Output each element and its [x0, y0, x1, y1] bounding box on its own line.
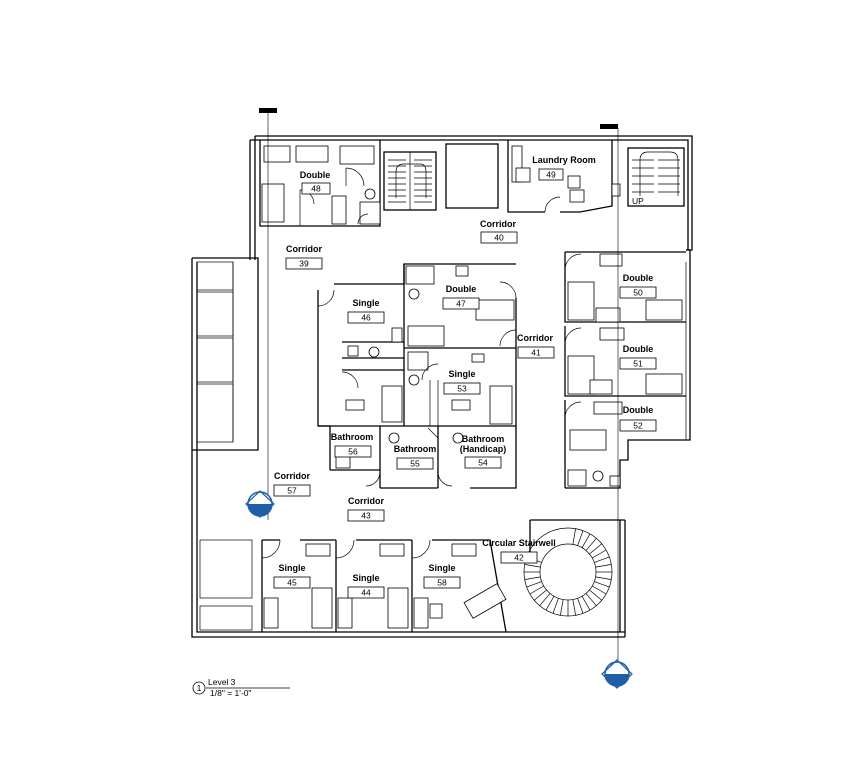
room-number: 50: [633, 288, 643, 298]
room-number: 52: [633, 421, 643, 431]
central-core: [317, 263, 517, 489]
circular-stair: [523, 527, 613, 617]
room-name: Bathroom: [331, 432, 374, 442]
view-marker-number: 1: [197, 683, 202, 693]
room-name: Single: [448, 369, 475, 379]
room-number: 40: [494, 233, 504, 243]
section-marker-west[interactable]: [245, 490, 275, 518]
room-tag-53: Single 53: [443, 369, 481, 395]
room-tag-48: Double 48: [300, 170, 331, 195]
section-marks: [259, 108, 619, 660]
room-number-box: [619, 419, 657, 432]
room-name: Double: [300, 170, 331, 180]
room-number: 56: [348, 447, 358, 457]
room-name: Double: [623, 405, 654, 415]
room-number-box: [464, 456, 502, 469]
east-rooms: [564, 251, 687, 488]
room-name: Single: [428, 563, 455, 573]
room-number-box: [442, 297, 480, 310]
room-tag-43: Corridor 43: [347, 496, 385, 522]
room-number: 42: [514, 553, 524, 563]
room-number: 54: [478, 458, 488, 468]
room-number: 51: [633, 359, 643, 369]
room-number: 39: [299, 259, 309, 269]
room-number-box: [285, 257, 323, 270]
room-name: Double: [623, 344, 654, 354]
west-window-bays: [196, 261, 253, 631]
room-tag-40: Corridor 40: [480, 219, 518, 244]
room-number-box: [480, 231, 518, 244]
room-name: Bathroom: [394, 444, 437, 454]
room-number: 57: [287, 486, 297, 496]
view-scale: 1/8" = 1'-0": [210, 688, 251, 698]
room-number-box: [443, 382, 481, 395]
room-number-box: [347, 509, 385, 522]
room-number: 41: [531, 348, 541, 358]
room-number: 49: [546, 170, 556, 180]
room-tag-42: Circular Stairwell 42: [482, 538, 556, 564]
room-name: Bathroom: [462, 434, 505, 444]
room-name: Single: [352, 298, 379, 308]
room-name: Corridor: [348, 496, 384, 506]
room-number-box: [347, 586, 385, 599]
room-name: (Handicap): [460, 444, 507, 454]
room-name: Single: [352, 573, 379, 583]
room-number-box: [538, 168, 564, 181]
room-name: Single: [278, 563, 305, 573]
room-number-box: [273, 576, 311, 589]
room-tag-52: Double 52: [619, 405, 657, 432]
room-tag-56: Bathroom 56: [331, 432, 374, 458]
room-number: 48: [311, 184, 321, 194]
room-number: 53: [457, 384, 467, 394]
north-rooms: [259, 140, 685, 227]
room-number-box: [334, 445, 372, 458]
room-name: Double: [623, 273, 654, 283]
room-name: Corridor: [517, 333, 553, 343]
room-tag-45: Single 45: [273, 563, 311, 589]
room-number-box: [301, 182, 331, 195]
room-number: 58: [437, 578, 447, 588]
room-tag-44: Single 44: [347, 573, 385, 599]
room-name: Corridor: [274, 471, 310, 481]
room-number: 46: [361, 313, 371, 323]
room-tag-55: Bathroom 55: [394, 444, 437, 470]
room-number: 45: [287, 578, 297, 588]
room-tag-54: Bathroom(Handicap) 54: [460, 434, 507, 469]
view-name: Level 3: [208, 677, 236, 687]
room-tag-41: Corridor 41: [517, 333, 555, 359]
section-marker-east[interactable]: [601, 659, 633, 689]
room-number-box: [619, 357, 657, 370]
room-number: 47: [456, 299, 466, 309]
room-number: 44: [361, 588, 371, 598]
room-tag-58: Single 58: [423, 563, 461, 589]
room-number-box: [500, 551, 538, 564]
room-name: Corridor: [480, 219, 516, 229]
room-name: Double: [446, 284, 477, 294]
room-tag-50: Double 50: [619, 273, 657, 299]
room-number-box: [273, 484, 311, 497]
stair-up-label: UP: [632, 196, 644, 206]
room-name: Corridor: [286, 244, 322, 254]
room-number: 55: [410, 459, 420, 469]
room-tag-49: Laundry Room 49: [532, 155, 596, 181]
room-number-box: [347, 311, 385, 324]
room-number-box: [423, 576, 461, 589]
room-tag-57: Corridor 57: [273, 471, 311, 497]
room-name: Circular Stairwell: [482, 538, 556, 548]
room-tag-47: Double 47: [442, 284, 480, 310]
room-number-box: [619, 286, 657, 299]
south-rooms: [261, 539, 507, 633]
room-tag-39: Corridor 39: [285, 244, 323, 270]
room-number-box: [396, 457, 434, 470]
room-number: 43: [361, 511, 371, 521]
room-name: Laundry Room: [532, 155, 596, 165]
room-tag-51: Double 51: [619, 344, 657, 370]
view-title: 1 Level 3 1/8" = 1'-0": [192, 677, 290, 698]
room-tag-46: Single 46: [347, 298, 385, 324]
room-number-box: [517, 346, 555, 359]
